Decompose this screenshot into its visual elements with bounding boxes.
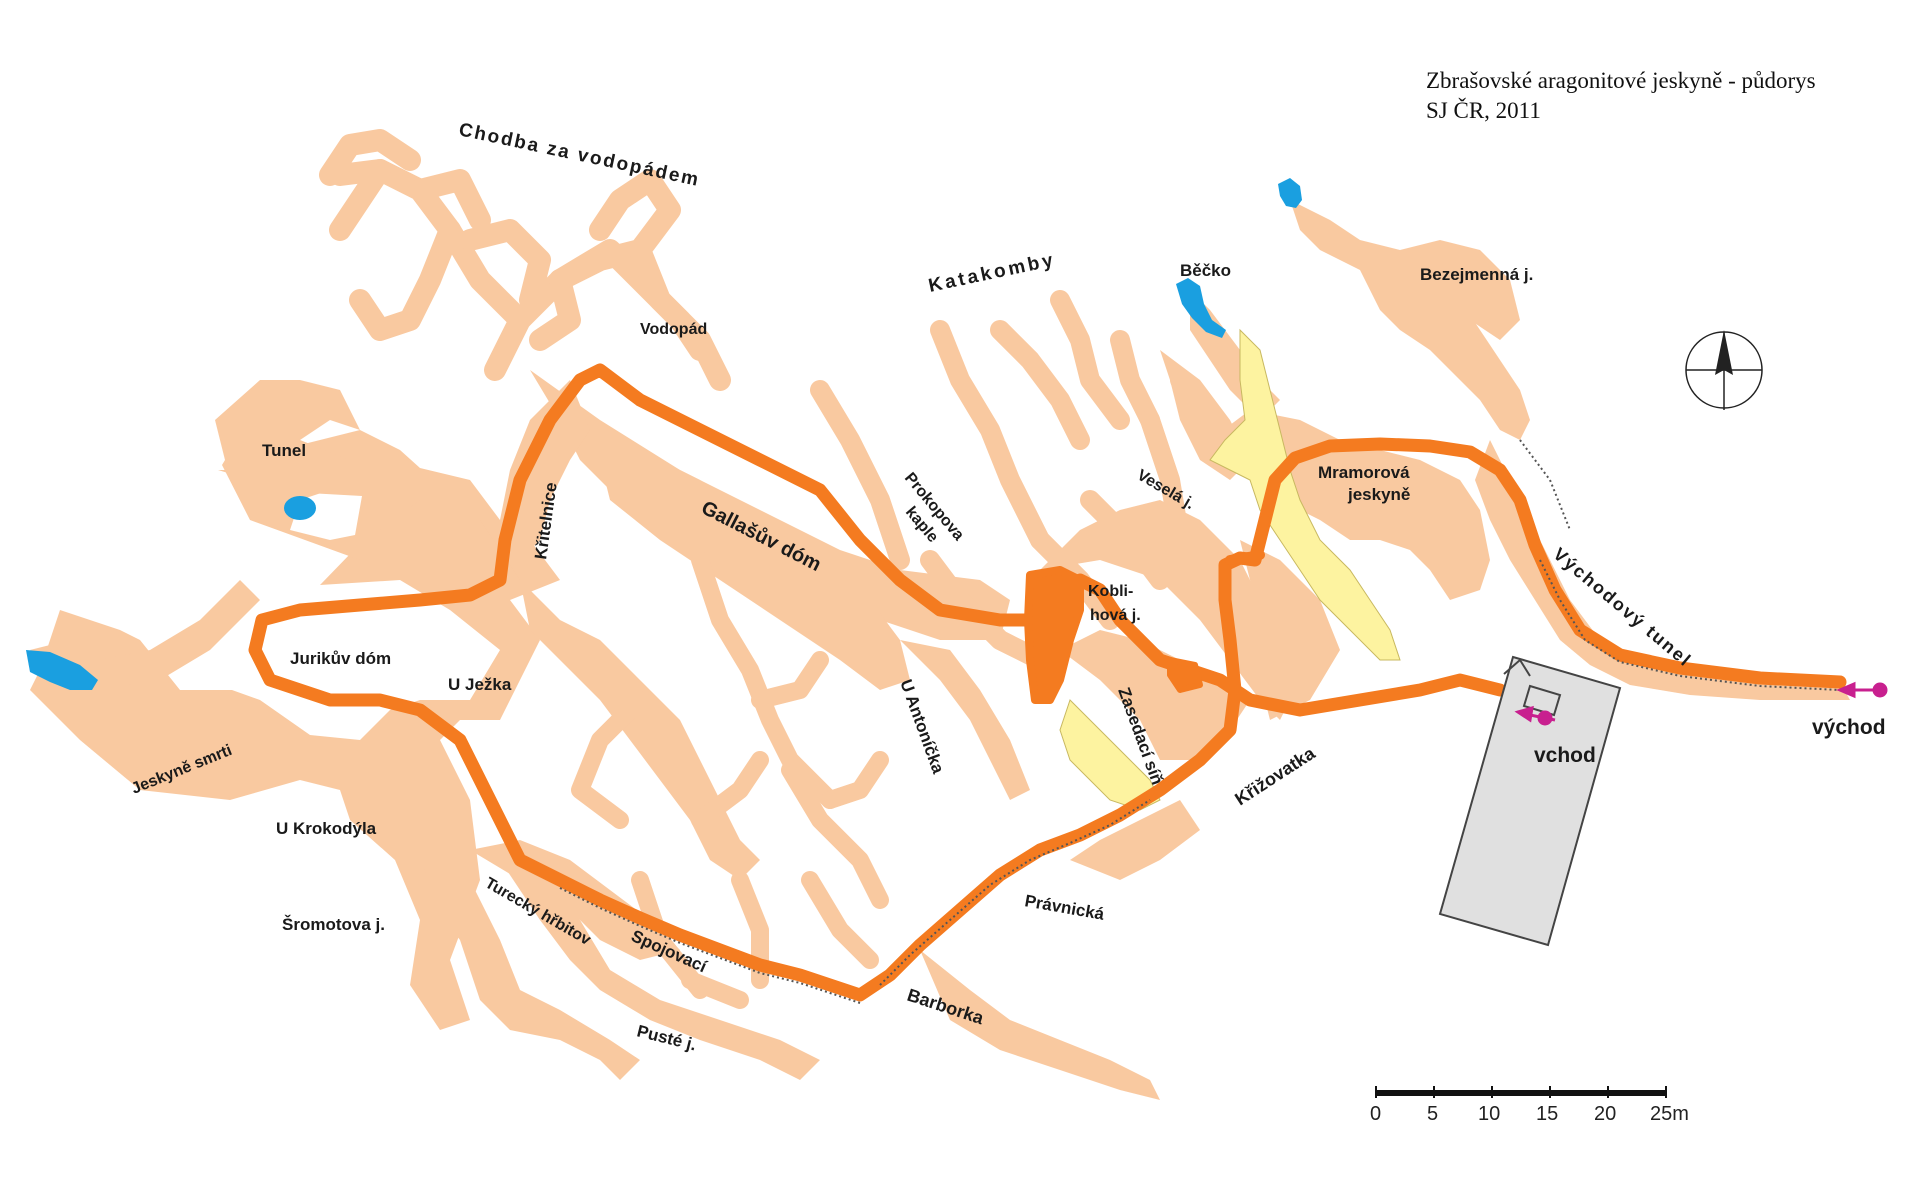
scale-tick-15: 15	[1536, 1103, 1558, 1125]
label-becko: Běčko	[1180, 261, 1231, 280]
lake-becko	[1176, 278, 1226, 338]
scale-tick-0: 0	[1370, 1103, 1381, 1125]
path-vesela-link	[1225, 515, 1270, 565]
label-vodopad: Vodopád	[640, 321, 707, 338]
cave-area-u-antonicka	[900, 640, 1030, 800]
north-arrow-icon	[1685, 330, 1763, 410]
label-krizovatka: Křižovatka	[1231, 742, 1319, 809]
vychod-marker-icon	[1836, 681, 1888, 699]
map-title-line2: SJ ČR, 2011	[1426, 98, 1541, 123]
vchod-marker-icon	[1514, 705, 1556, 726]
path-rail-edges	[559, 439, 1841, 1004]
label-mramorova: Mramorová	[1318, 463, 1410, 482]
cave-area-barborka	[920, 950, 1160, 1100]
cave-area-bezejmenna-east	[1400, 240, 1520, 340]
cave-area-u-jezka	[520, 580, 760, 880]
scale-tick-10: 10	[1478, 1103, 1500, 1125]
scale-tick-5: 5	[1427, 1103, 1438, 1125]
aragonite-zasedaci	[1059, 699, 1161, 811]
path-gallas-blob	[1024, 566, 1084, 704]
label-bezejmenna: Bezejmenná j.	[1420, 265, 1533, 284]
label-u-antonicka: U Antoníčka	[896, 677, 948, 777]
lake-jeskyne-smrti	[26, 650, 98, 690]
map-title: Zbrašovské aragonitové jeskyně - půdorys…	[1426, 66, 1816, 126]
cave-area-zasedaci	[1060, 630, 1250, 760]
entrance-building	[1438, 655, 1622, 947]
label-pravnicka: Právnická	[1023, 891, 1106, 924]
entrance-markers	[1514, 681, 1888, 726]
cave-area-vychodovy-tunel	[1475, 440, 1850, 700]
label-vchod: vchod	[1534, 744, 1596, 767]
label-vychod: východ	[1812, 716, 1886, 739]
cave-branches-center	[571, 551, 889, 1009]
scale-tick-20: 20	[1594, 1103, 1616, 1125]
label-kobli: Kobli-	[1088, 583, 1133, 600]
cave-area-kritelnice	[500, 380, 590, 560]
label-u-jezka: U Ježka	[448, 675, 512, 694]
map-title-line1: Zbrašovské aragonitové jeskyně - půdorys	[1426, 68, 1816, 93]
scale-tick-25m: 25m	[1650, 1103, 1689, 1125]
cave-area-krizovatka	[1240, 540, 1340, 720]
building-footprint	[1438, 655, 1622, 947]
water-bodies	[26, 178, 1302, 690]
scale-bar: 0 5 10 15 20 25m	[1370, 1086, 1689, 1125]
cave-area-tunel	[215, 380, 520, 600]
path-krizovatka-blob	[1167, 657, 1203, 693]
building-inner	[1522, 684, 1562, 717]
label-u-krokodyla: U Krokodýla	[276, 819, 377, 838]
lake-bezejmenna	[1278, 178, 1302, 208]
cave-area-jeskyne-smrti	[30, 580, 260, 690]
cave-area-gallas-south	[600, 440, 910, 690]
label-jeskyne-mramorova: jeskyně	[1347, 485, 1410, 504]
cave-area-bezejmenna	[1290, 200, 1530, 440]
cave-area-sromotova	[390, 770, 640, 1080]
cave-branches-north	[319, 129, 731, 391]
label-hova-j: hová j.	[1090, 607, 1141, 624]
cave-area-pravnicka	[1070, 800, 1200, 880]
label-sromotova: Šromotova j.	[282, 915, 385, 934]
label-jurikuv-dom: Jurikův dóm	[290, 649, 391, 668]
label-katakomby: Katakomby	[927, 249, 1058, 296]
tourist-path	[248, 363, 1847, 1002]
label-chodba-za-vodopadem: Chodba za vodopádem	[457, 119, 702, 191]
cave-area-turecky	[470, 840, 680, 960]
lake-tunel	[284, 496, 316, 520]
label-tunel: Tunel	[262, 441, 306, 460]
